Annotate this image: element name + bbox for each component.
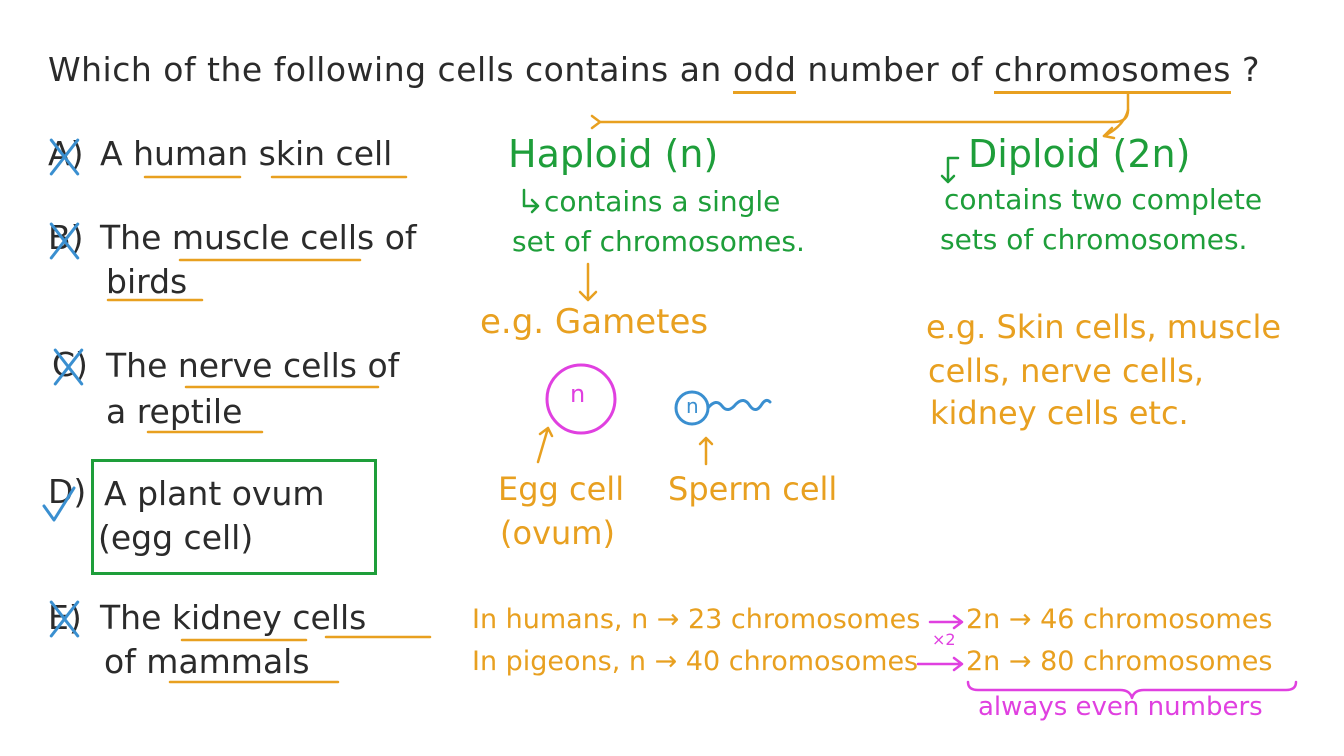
diploid-title: Diploid (2n)	[968, 132, 1191, 176]
question-mid: number of	[796, 50, 994, 89]
arrow-head-left	[590, 114, 602, 130]
correct-answer-box	[91, 459, 377, 575]
even-numbers-brace	[966, 680, 1298, 700]
question-text: Which of the following cells contains an…	[48, 50, 1260, 94]
haploid-definition-line2: set of chromosomes.	[512, 225, 805, 258]
option-a-text: A human skin cell	[100, 134, 393, 173]
humans-diploid-fact: 2n → 46 chromosomes	[966, 604, 1273, 635]
option-e-line2: of mammals	[104, 642, 310, 681]
check-mark-d	[42, 486, 76, 522]
keyword-chromosomes: chromosomes	[994, 50, 1231, 94]
egg-cell-label: Egg cell	[498, 470, 625, 508]
times-two-label: ×2	[932, 630, 956, 649]
pigeons-diploid-fact: 2n → 80 chromosomes	[966, 646, 1273, 677]
diploid-example-line3: kidney cells etc.	[930, 394, 1189, 432]
question-prefix: Which of the following cells contains an	[48, 50, 733, 89]
option-b-line1: The muscle cells of	[100, 218, 417, 257]
sperm-cell-label: Sperm cell	[668, 470, 838, 508]
split-arrow	[598, 92, 1130, 124]
diploid-hook-arrow	[940, 156, 960, 184]
diploid-definition-line1: contains two complete	[944, 183, 1263, 216]
haploid-definition-line1: contains a single	[544, 185, 781, 218]
option-e-line1: The kidney cells	[100, 598, 367, 637]
keyword-odd: odd	[732, 50, 797, 94]
option-d-line1: A plant ovum	[104, 474, 325, 513]
humans-fact: In humans, n → 23 chromosomes	[472, 604, 921, 635]
haploid-hook-arrow	[522, 188, 540, 214]
haploid-title: Haploid (n)	[508, 132, 719, 176]
option-d-label: D)	[48, 472, 87, 511]
egg-cell-symbol: n	[570, 380, 586, 408]
option-d-line2: (egg cell)	[98, 518, 254, 557]
option-c-line2: a reptile	[106, 392, 243, 431]
diploid-example-line2: cells, nerve cells,	[928, 352, 1204, 390]
arrow-head-right	[1102, 126, 1116, 140]
question-suffix: ?	[1230, 50, 1260, 89]
egg-cell-label-ovum: (ovum)	[500, 514, 615, 552]
pigeons-fact: In pigeons, n → 40 chromosomes	[472, 646, 919, 677]
sperm-cell-head	[674, 390, 710, 426]
option-c-line1: The nerve cells of	[106, 346, 400, 385]
humans-double-arrow	[928, 614, 964, 630]
sperm-cell-tail	[706, 398, 772, 411]
sperm-cell-symbol: n	[686, 394, 699, 418]
gametes-arrow	[578, 262, 598, 302]
egg-cell-drawing	[545, 363, 617, 435]
haploid-example: e.g. Gametes	[480, 302, 709, 342]
egg-label-arrow	[536, 426, 554, 464]
sperm-label-arrow	[698, 436, 714, 466]
diploid-definition-line2: sets of chromosomes.	[940, 223, 1248, 256]
pigeons-double-arrow	[916, 656, 964, 672]
option-b-line2: birds	[106, 262, 188, 301]
always-even-note: always even numbers	[978, 692, 1263, 722]
option-underlines	[106, 175, 432, 684]
diploid-example-line1: e.g. Skin cells, muscle	[926, 308, 1282, 346]
